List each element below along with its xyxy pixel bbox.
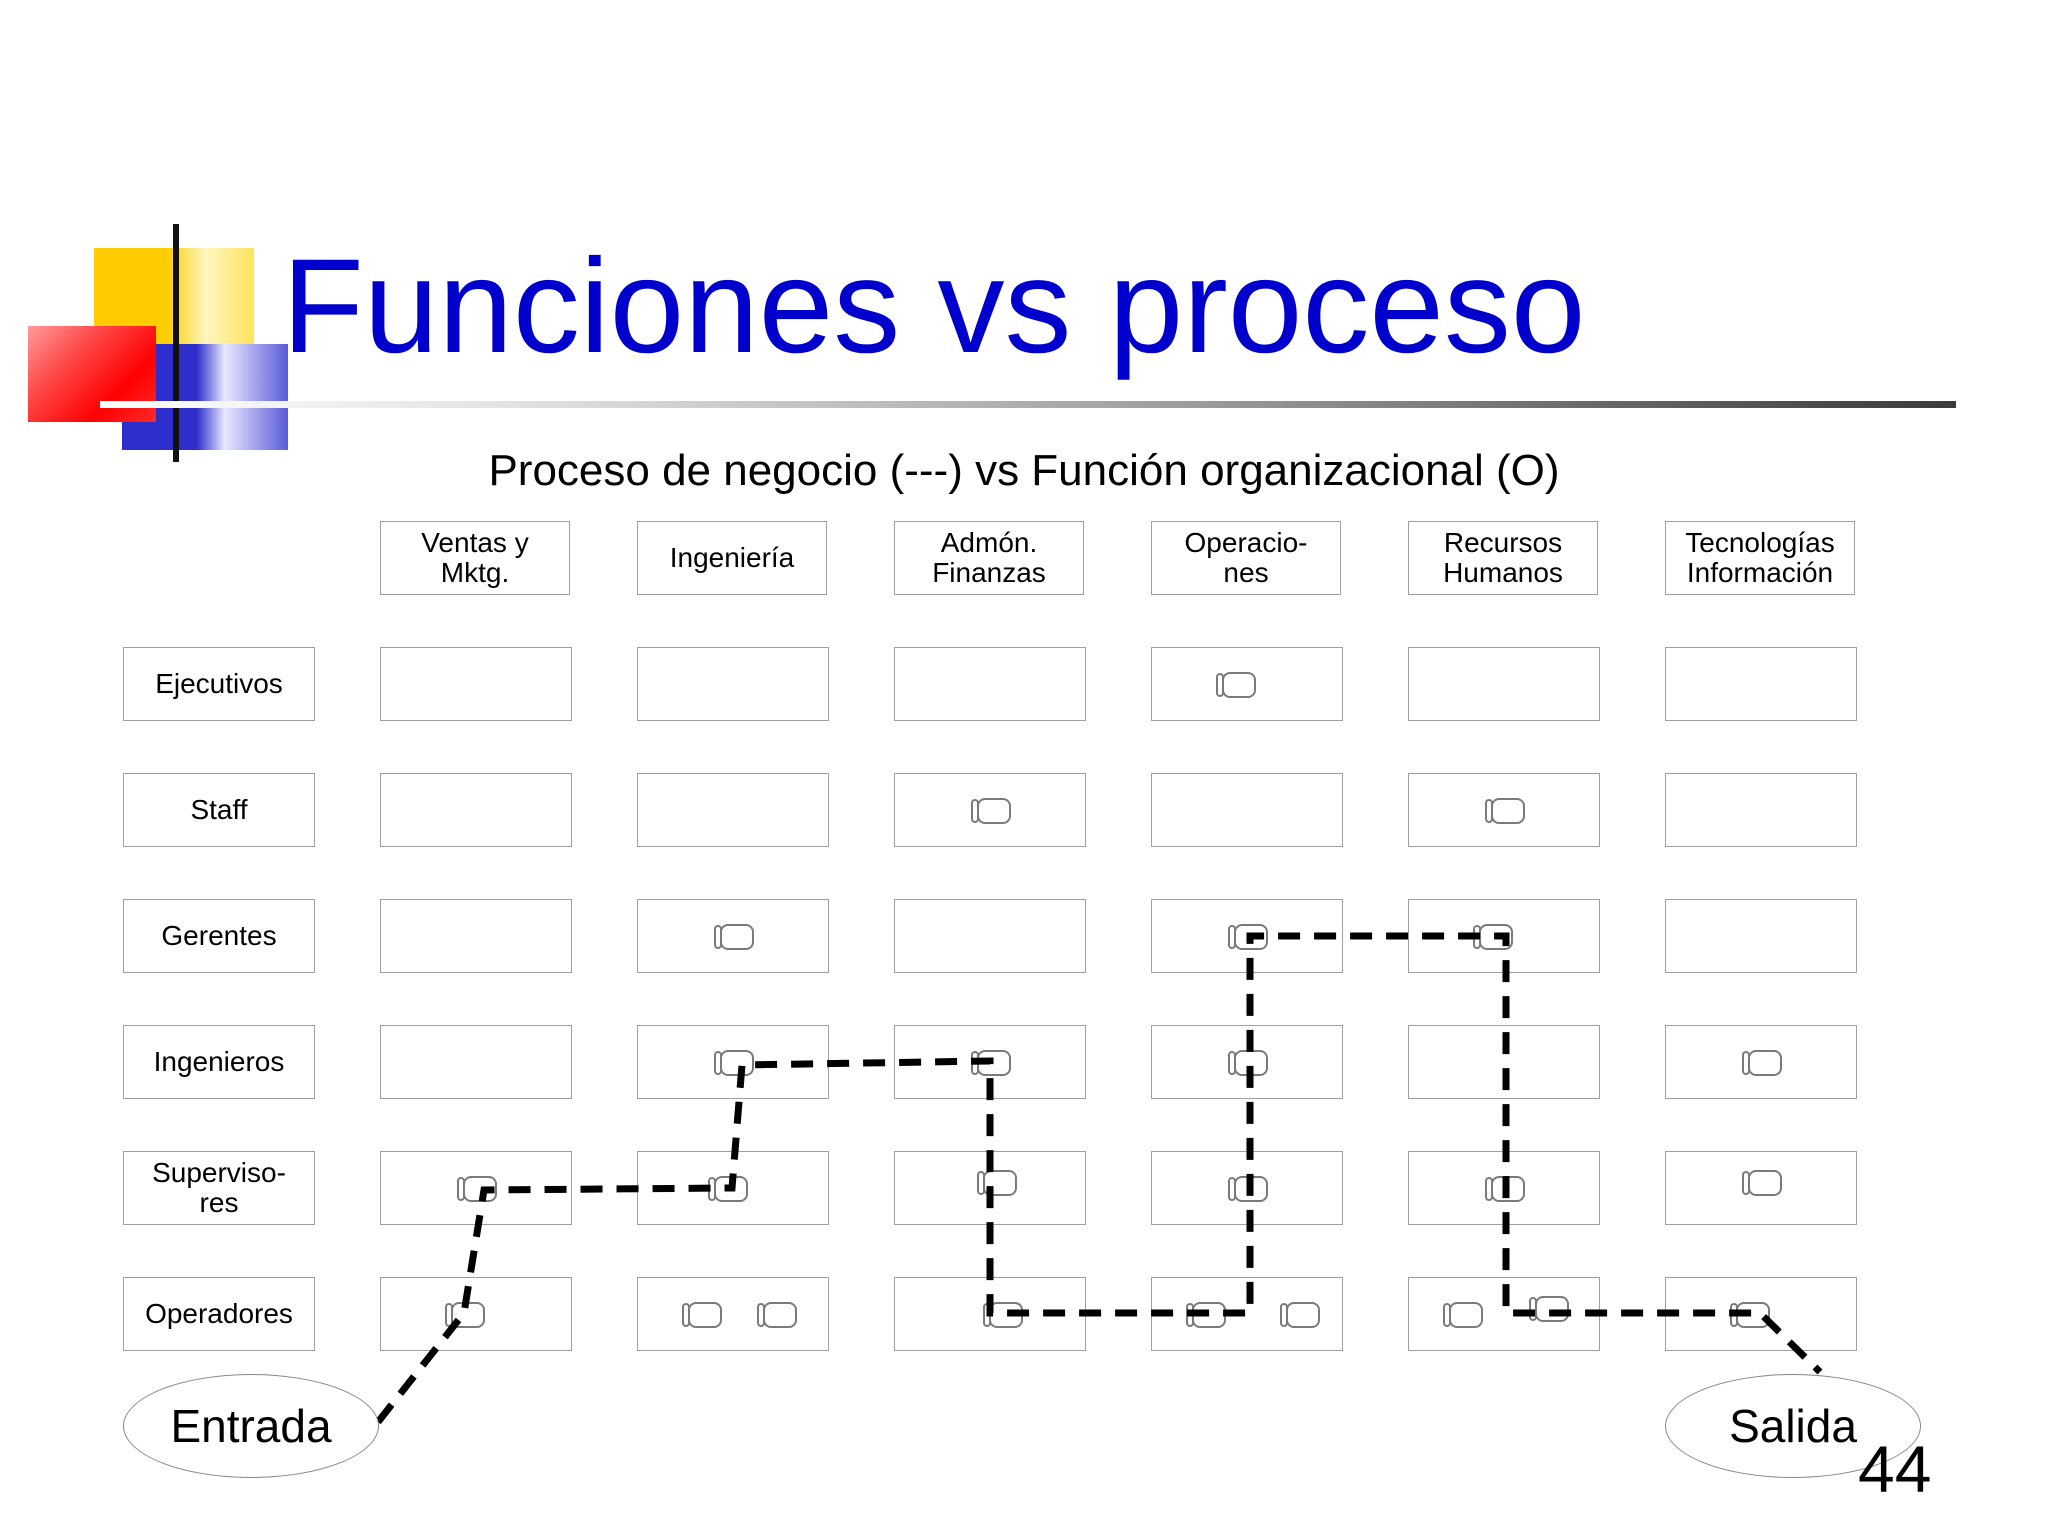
grid-cell — [1408, 1025, 1600, 1099]
grid-cell — [1665, 773, 1857, 847]
grid-cell — [894, 1151, 1086, 1225]
row-label-operadores: Operadores — [123, 1277, 315, 1351]
grid-cell — [380, 899, 572, 973]
process-path-segment — [375, 932, 1823, 1425]
grid-cell — [1151, 1025, 1343, 1099]
grid-cell — [637, 1277, 829, 1351]
grid-cell — [1151, 899, 1343, 973]
chair-icon — [1730, 1302, 1770, 1328]
salida-label: Salida — [1729, 1400, 1857, 1452]
decor-vertical-line — [173, 224, 179, 462]
chair-icon — [714, 924, 754, 950]
chair-icon — [1228, 924, 1268, 950]
chair-icon — [1443, 1302, 1483, 1328]
chair-icon — [1228, 1050, 1268, 1076]
chair-icon — [1742, 1170, 1782, 1196]
grid-cell — [1408, 773, 1600, 847]
row-label-gerentes: Gerentes — [123, 899, 315, 973]
row-label-ingenieros: Ingenieros — [123, 1025, 315, 1099]
slide-title: Funciones vs proceso — [282, 232, 1586, 381]
chair-icon — [977, 1170, 1017, 1196]
chair-icon — [708, 1176, 748, 1202]
chair-icon — [1473, 924, 1513, 950]
grid-cell — [1665, 1025, 1857, 1099]
grid-cell — [637, 773, 829, 847]
chair-icon — [1280, 1302, 1320, 1328]
salida-oval: Salida — [1665, 1374, 1921, 1478]
chair-icon — [1186, 1302, 1226, 1328]
grid-cell — [637, 899, 829, 973]
grid-cell — [894, 1025, 1086, 1099]
grid-cell — [380, 1277, 572, 1351]
grid-cell — [1408, 1277, 1600, 1351]
chair-icon — [457, 1176, 497, 1202]
grid-cell — [1151, 1151, 1343, 1225]
grid-cell — [1408, 1151, 1600, 1225]
chair-icon — [971, 1050, 1011, 1076]
column-header-finanzas: Admón. Finanzas — [894, 521, 1084, 595]
grid-cell — [380, 773, 572, 847]
column-header-ingenieria: Ingeniería — [637, 521, 827, 595]
chair-icon — [1485, 1176, 1525, 1202]
row-label-staff: Staff — [123, 773, 315, 847]
chair-icon — [714, 1050, 754, 1076]
grid-cell — [637, 647, 829, 721]
grid-cell — [1665, 899, 1857, 973]
chair-icon — [1529, 1296, 1569, 1322]
chair-icon — [983, 1302, 1023, 1328]
column-header-ti: Tecnologías Información — [1665, 521, 1855, 595]
grid-cell — [1408, 647, 1600, 721]
grid-cell — [894, 1277, 1086, 1351]
grid-cell — [637, 1151, 829, 1225]
column-header-rrhh: Recursos Humanos — [1408, 521, 1598, 595]
column-header-ventas: Ventas y Mktg. — [380, 521, 570, 595]
chair-icon — [971, 798, 1011, 824]
chair-icon — [1742, 1050, 1782, 1076]
row-label-ejecutivos: Ejecutivos — [123, 647, 315, 721]
grid-cell — [894, 647, 1086, 721]
diagram-subtitle: Proceso de negocio (---) vs Función orga… — [488, 446, 1560, 495]
grid-cell — [1151, 1277, 1343, 1351]
grid-cell — [894, 899, 1086, 973]
entrada-label: Entrada — [170, 1400, 332, 1452]
column-header-operaciones: Operacio- nes — [1151, 521, 1341, 595]
grid-cell — [1665, 1151, 1857, 1225]
title-underline — [100, 401, 1956, 408]
grid-cell — [380, 647, 572, 721]
chair-icon — [1216, 672, 1256, 698]
grid-cell — [1408, 899, 1600, 973]
row-label-supervisores: Superviso- res — [123, 1151, 315, 1225]
chair-icon — [445, 1302, 485, 1328]
grid-cell — [380, 1151, 572, 1225]
chair-icon — [682, 1302, 722, 1328]
grid-cell — [1151, 773, 1343, 847]
chair-icon — [1485, 798, 1525, 824]
entrada-oval: Entrada — [123, 1374, 379, 1478]
grid-cell — [380, 1025, 572, 1099]
page-number: 44 — [1858, 1432, 1932, 1506]
grid-cell — [637, 1025, 829, 1099]
chair-icon — [1228, 1176, 1268, 1202]
chair-icon — [757, 1302, 797, 1328]
grid-cell — [1665, 1277, 1857, 1351]
grid-cell — [1151, 647, 1343, 721]
grid-cell — [894, 773, 1086, 847]
grid-cell — [1665, 647, 1857, 721]
